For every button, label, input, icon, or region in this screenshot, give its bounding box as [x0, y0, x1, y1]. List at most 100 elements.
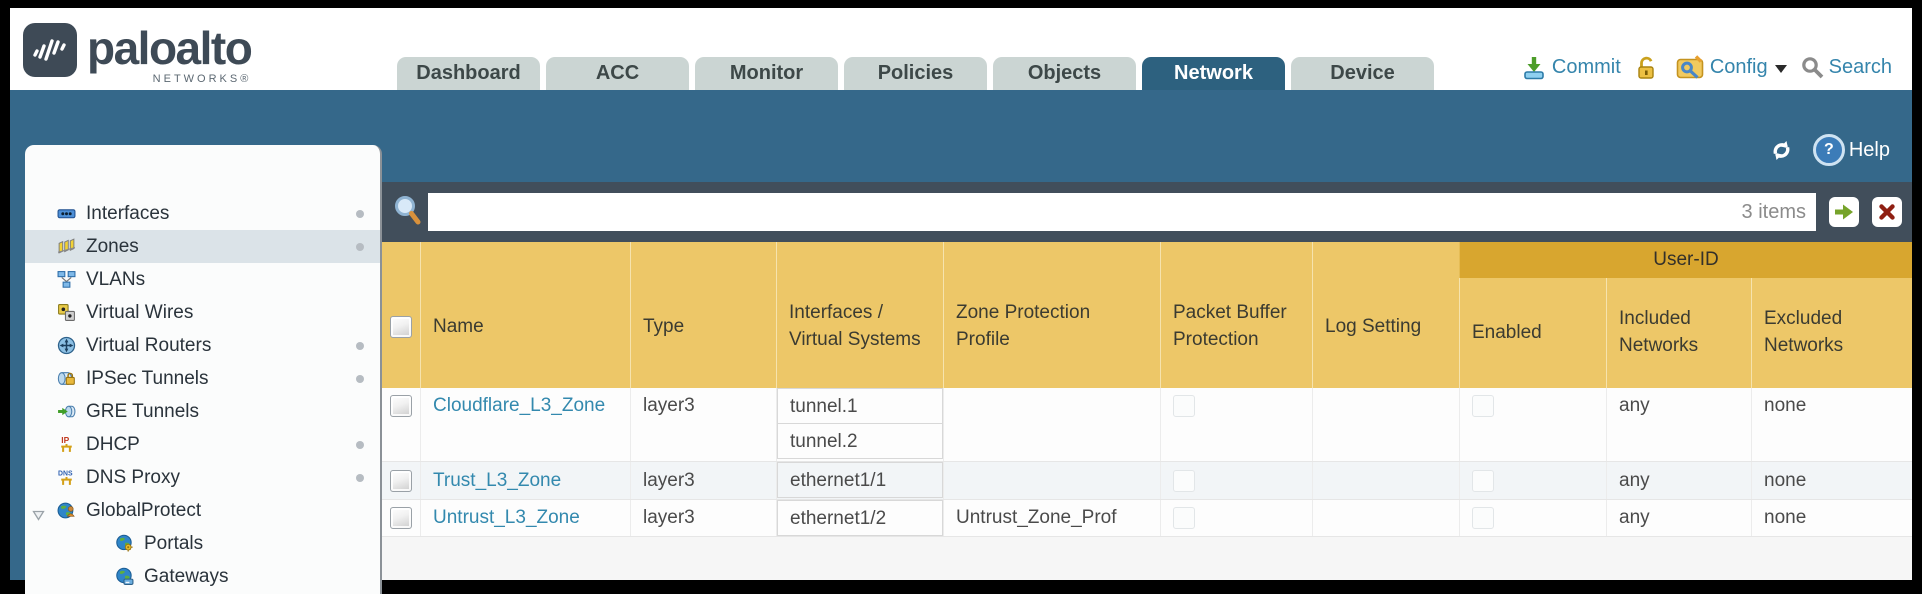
packet-buffer-protection-cell — [1160, 388, 1312, 461]
sidebar-item-portals[interactable]: Portals — [25, 527, 380, 560]
sidebar-item-interfaces[interactable]: Interfaces — [25, 197, 380, 230]
dhcp-icon: IP — [55, 435, 77, 454]
packet-buffer-protection-checkbox[interactable] — [1173, 469, 1195, 492]
sidebar-item-vlans[interactable]: VLANs — [25, 263, 380, 296]
table-empty-area — [382, 537, 1912, 580]
included-networks-cell: any — [1606, 462, 1751, 499]
config-button[interactable]: Config — [1676, 54, 1787, 81]
zone-name-link[interactable]: Trust_L3_Zone — [433, 469, 562, 491]
sidebar-item-virtual-routers[interactable]: Virtual Routers — [25, 329, 380, 362]
paloalto-logo-text: paloalto NETWORKS® — [87, 23, 253, 85]
column-header-zone-protection-profile[interactable]: Zone Protection Profile — [943, 242, 1160, 388]
row-checkbox[interactable] — [390, 469, 412, 492]
user-id-enabled-checkbox[interactable] — [1472, 395, 1494, 417]
tab-dashboard[interactable]: Dashboard — [397, 57, 540, 90]
log-setting-cell — [1312, 462, 1459, 499]
column-header-excluded-networks[interactable]: Excluded Networks — [1751, 278, 1912, 388]
sidebar-item-label: Gateways — [144, 565, 229, 587]
zone-protection-profile-cell — [943, 462, 1160, 499]
column-header-interfaces[interactable]: Interfaces / Virtual Systems — [776, 242, 943, 388]
row-select-cell — [382, 500, 420, 536]
red-x-icon — [1879, 204, 1895, 220]
row-checkbox[interactable] — [390, 507, 412, 529]
excluded-networks-cell: none — [1751, 388, 1912, 461]
search-button[interactable]: Search — [1801, 56, 1892, 79]
tab-network[interactable]: Network — [1142, 57, 1285, 90]
dns-proxy-icon: DNS — [55, 468, 77, 487]
search-icon — [1801, 57, 1823, 79]
item-dot — [356, 342, 364, 350]
zone-type-cell: layer3 — [630, 388, 776, 461]
apply-filter-button[interactable] — [1829, 197, 1859, 227]
column-group-user-id: User-ID — [1459, 242, 1912, 278]
help-icon[interactable]: ? — [1812, 134, 1845, 166]
sidebar-item-ipsec-tunnels[interactable]: IPSec Tunnels — [25, 362, 380, 395]
svg-text:IP: IP — [61, 435, 69, 445]
network-sidebar: Interfaces Zones VLANs Virtual Wires — [25, 145, 382, 594]
tab-policies[interactable]: Policies — [844, 57, 987, 90]
zone-name-link[interactable]: Untrust_L3_Zone — [433, 507, 580, 528]
zone-protection-profile-cell: Untrust_Zone_Prof — [943, 500, 1160, 536]
commit-label: Commit — [1551, 56, 1621, 78]
sidebar-item-label: VLANs — [86, 268, 146, 290]
tab-monitor[interactable]: Monitor — [695, 57, 838, 90]
config-icon — [1676, 55, 1704, 79]
collapse-triangle-icon[interactable] — [32, 505, 45, 527]
item-dot — [356, 210, 364, 218]
tab-acc[interactable]: ACC — [546, 57, 689, 90]
table-row-cloudflare-l3-zone: Cloudflare_L3_Zone layer3 tunnel.1 tunne… — [382, 388, 1912, 462]
column-header-type[interactable]: Type — [630, 242, 776, 388]
virtual-routers-icon — [55, 336, 77, 355]
column-header-name[interactable]: Name — [420, 242, 630, 388]
header-select-all-cell — [382, 242, 420, 388]
sidebar-item-label: Portals — [144, 532, 204, 554]
select-all-checkbox[interactable] — [390, 316, 412, 338]
clear-filter-button[interactable] — [1872, 197, 1902, 227]
gre-tunnels-icon — [55, 402, 77, 421]
user-id-enabled-checkbox[interactable] — [1472, 469, 1494, 492]
zones-icon — [55, 237, 77, 256]
zone-name-cell: Untrust_L3_Zone — [420, 500, 630, 536]
column-header-included-networks[interactable]: Included Networks — [1606, 278, 1751, 388]
zones-table-header: Name Type Interfaces / Virtual Systems Z… — [382, 242, 1912, 388]
packet-buffer-protection-checkbox[interactable] — [1173, 395, 1195, 417]
log-setting-cell — [1312, 388, 1459, 461]
band-actions: ? Help — [1768, 134, 1890, 166]
interface-entry: tunnel.2 — [777, 423, 943, 459]
log-setting-cell — [1312, 500, 1459, 536]
packet-buffer-protection-cell — [1160, 500, 1312, 536]
column-header-enabled[interactable]: Enabled — [1459, 278, 1606, 388]
lock-button[interactable] — [1635, 55, 1662, 81]
sidebar-item-virtual-wires[interactable]: Virtual Wires — [25, 296, 380, 329]
search-label: Search — [1828, 56, 1892, 78]
filter-input[interactable] — [428, 193, 1742, 231]
green-arrow-icon — [1835, 204, 1853, 220]
packet-buffer-protection-checkbox[interactable] — [1173, 507, 1195, 529]
paloalto-logo-icon — [23, 23, 77, 77]
commit-button[interactable]: Commit — [1521, 55, 1621, 81]
sidebar-item-zones[interactable]: Zones — [25, 230, 380, 263]
zone-type-cell: layer3 — [630, 500, 776, 536]
refresh-icon[interactable] — [1768, 139, 1795, 162]
sidebar-item-gre-tunnels[interactable]: GRE Tunnels — [25, 395, 380, 428]
user-id-enabled-checkbox[interactable] — [1472, 507, 1494, 529]
zone-interfaces-cell: ethernet1/2 — [776, 500, 943, 536]
row-select-cell — [382, 462, 420, 499]
interfaces-icon — [55, 204, 77, 223]
sidebar-item-globalprotect[interactable]: GlobalProtect — [25, 494, 380, 527]
ipsec-tunnels-icon — [55, 369, 77, 388]
column-header-log-setting[interactable]: Log Setting — [1312, 242, 1459, 388]
zone-interfaces-cell: ethernet1/1 — [776, 462, 943, 499]
item-dot — [356, 243, 364, 251]
sidebar-item-dhcp[interactable]: IP DHCP — [25, 428, 380, 461]
tab-device[interactable]: Device — [1291, 57, 1434, 90]
sidebar-item-dns-proxy[interactable]: DNS DNS Proxy — [25, 461, 380, 494]
row-checkbox[interactable] — [390, 395, 412, 417]
interface-entry: ethernet1/2 — [777, 500, 943, 536]
tab-objects[interactable]: Objects — [993, 57, 1136, 90]
zone-name-link[interactable]: Cloudflare_L3_Zone — [433, 395, 606, 416]
column-header-packet-buffer-protection[interactable]: Packet Buffer Protection — [1160, 242, 1312, 388]
help-label[interactable]: Help — [1848, 138, 1890, 161]
sidebar-item-gateways[interactable]: Gateways — [25, 560, 380, 593]
